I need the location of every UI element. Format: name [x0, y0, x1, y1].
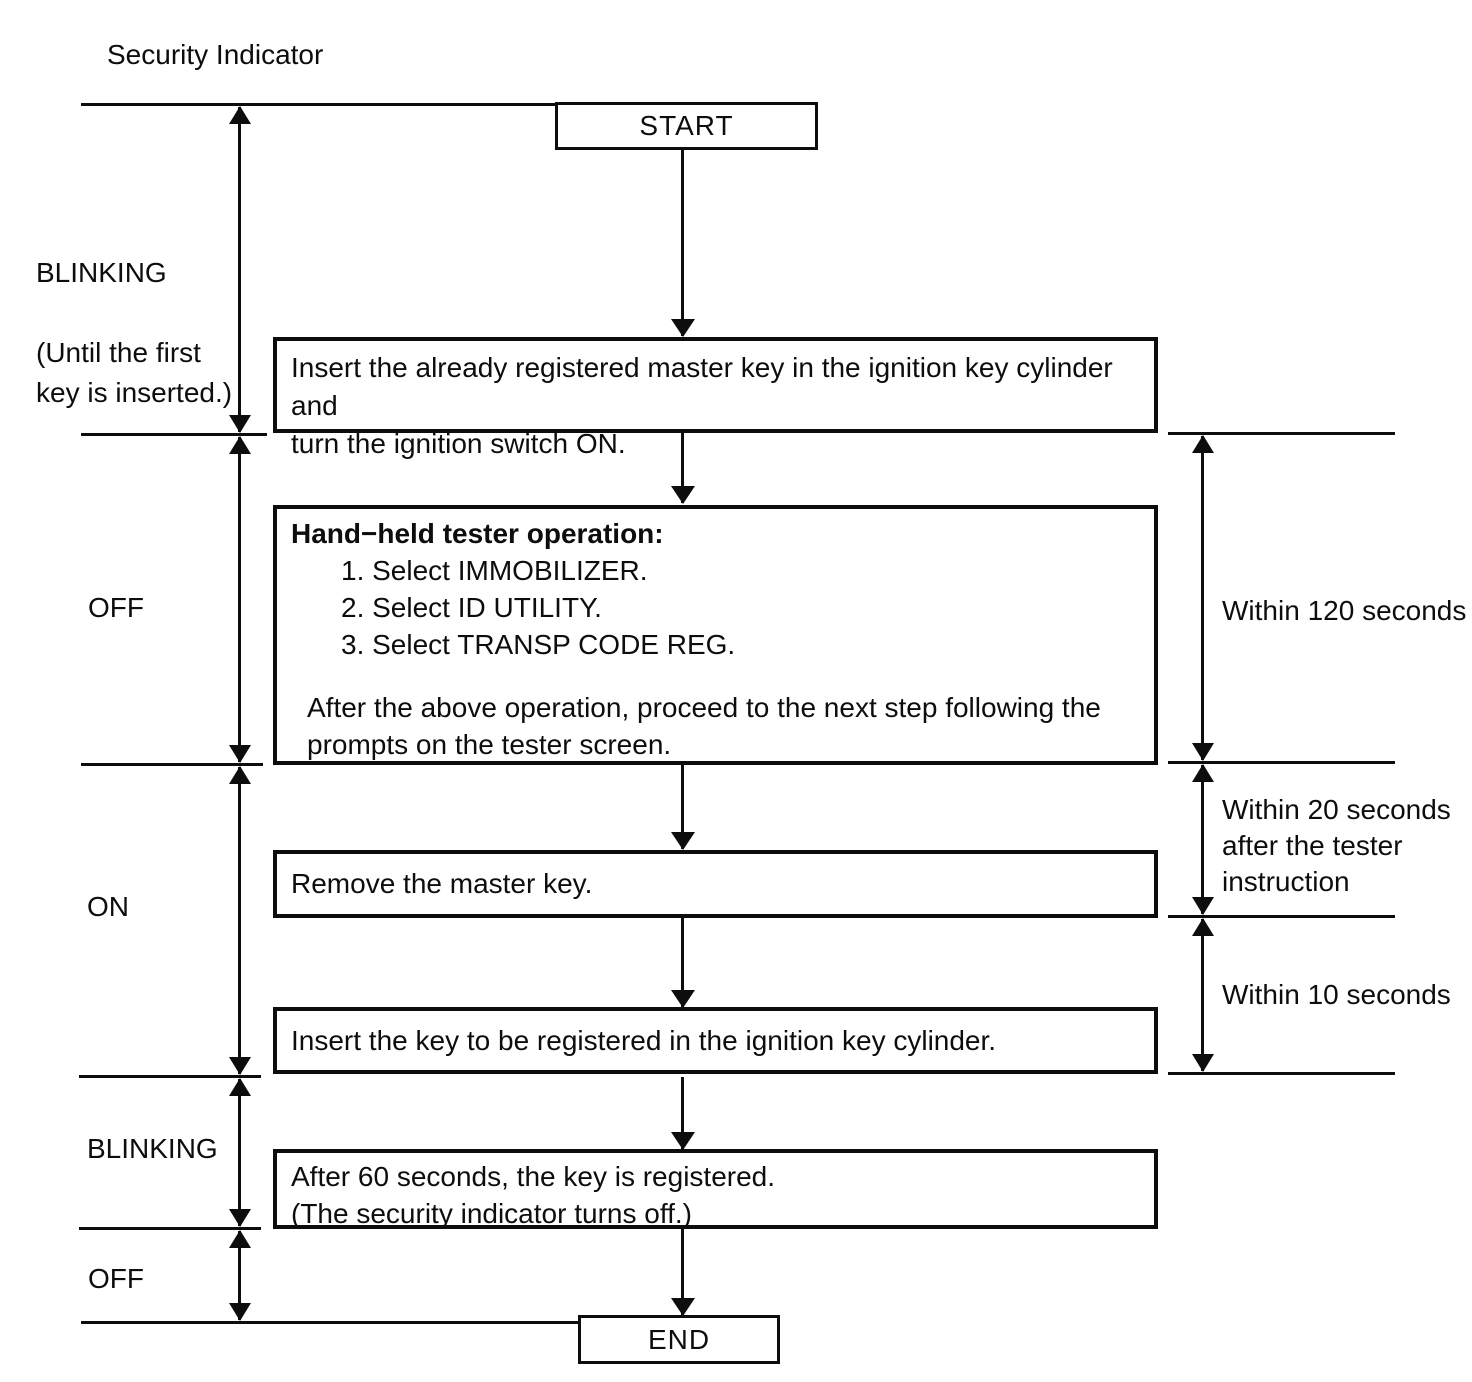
down-arrow-icon — [681, 1229, 684, 1315]
indicator-state-on: ON — [87, 891, 129, 922]
indicator-state-blinking-1: BLINKING (Until the first key is inserte… — [36, 213, 232, 413]
timeline-line — [81, 433, 267, 436]
timeline-line — [81, 103, 556, 106]
timeline-line — [81, 1321, 578, 1324]
indicator-state-off-1: OFF — [88, 592, 144, 623]
indicator-state-blinking-2: BLINKING — [87, 1133, 218, 1164]
step-tester-operation: Hand−held tester operation: 1. Select IM… — [273, 505, 1158, 765]
timing-label-20s: Within 20 seconds after the tester instr… — [1222, 794, 1451, 897]
down-arrow-icon — [681, 150, 684, 336]
down-arrow-icon — [681, 433, 684, 503]
double-arrow-icon — [1201, 436, 1204, 760]
timing-line — [1168, 761, 1395, 764]
double-arrow-icon — [238, 437, 241, 762]
step-insert-master-key: Insert the already registered master key… — [273, 337, 1158, 459]
start-node: START — [555, 102, 818, 150]
timing-label-120s: Within 120 seconds — [1222, 595, 1467, 626]
tester-operation-list: 1. Select IMMOBILIZER. 2. Select ID UTIL… — [341, 552, 1140, 663]
page-title: Security Indicator — [107, 39, 324, 70]
indicator-state-off-2: OFF — [88, 1263, 144, 1294]
timing-line — [1168, 1072, 1395, 1075]
double-arrow-icon — [1201, 919, 1204, 1071]
tester-operation-item: 2. Select ID UTILITY. — [341, 592, 602, 623]
indicator-state-note: (Until the first key is inserted.) — [36, 337, 233, 408]
tester-operation-item: 1. Select IMMOBILIZER. — [341, 555, 648, 586]
timeline-line — [79, 1227, 261, 1230]
down-arrow-icon — [681, 765, 684, 849]
timeline-line — [81, 763, 263, 766]
step-key-registered: After 60 seconds, the key is registered.… — [273, 1149, 1158, 1229]
double-arrow-icon — [238, 1231, 241, 1320]
end-node: END — [578, 1315, 780, 1364]
timing-line — [1168, 432, 1395, 435]
double-arrow-icon — [1201, 765, 1204, 914]
timeline-line — [79, 1075, 261, 1078]
timing-line — [1168, 915, 1395, 918]
double-arrow-icon — [238, 107, 241, 432]
down-arrow-icon — [681, 918, 684, 1007]
double-arrow-icon — [238, 767, 241, 1074]
double-arrow-icon — [238, 1079, 241, 1226]
tester-operation-note: After the above operation, proceed to th… — [307, 692, 1101, 760]
tester-operation-item: 3. Select TRANSP CODE REG. — [341, 629, 736, 660]
timing-label-10s: Within 10 seconds — [1222, 979, 1451, 1010]
step-insert-new-key: Insert the key to be registered in the i… — [273, 1007, 1158, 1074]
step-remove-master-key: Remove the master key. — [273, 850, 1158, 918]
down-arrow-icon — [681, 1077, 684, 1149]
indicator-state-label: BLINKING — [36, 257, 167, 288]
tester-operation-heading: Hand−held tester operation: — [291, 518, 664, 549]
